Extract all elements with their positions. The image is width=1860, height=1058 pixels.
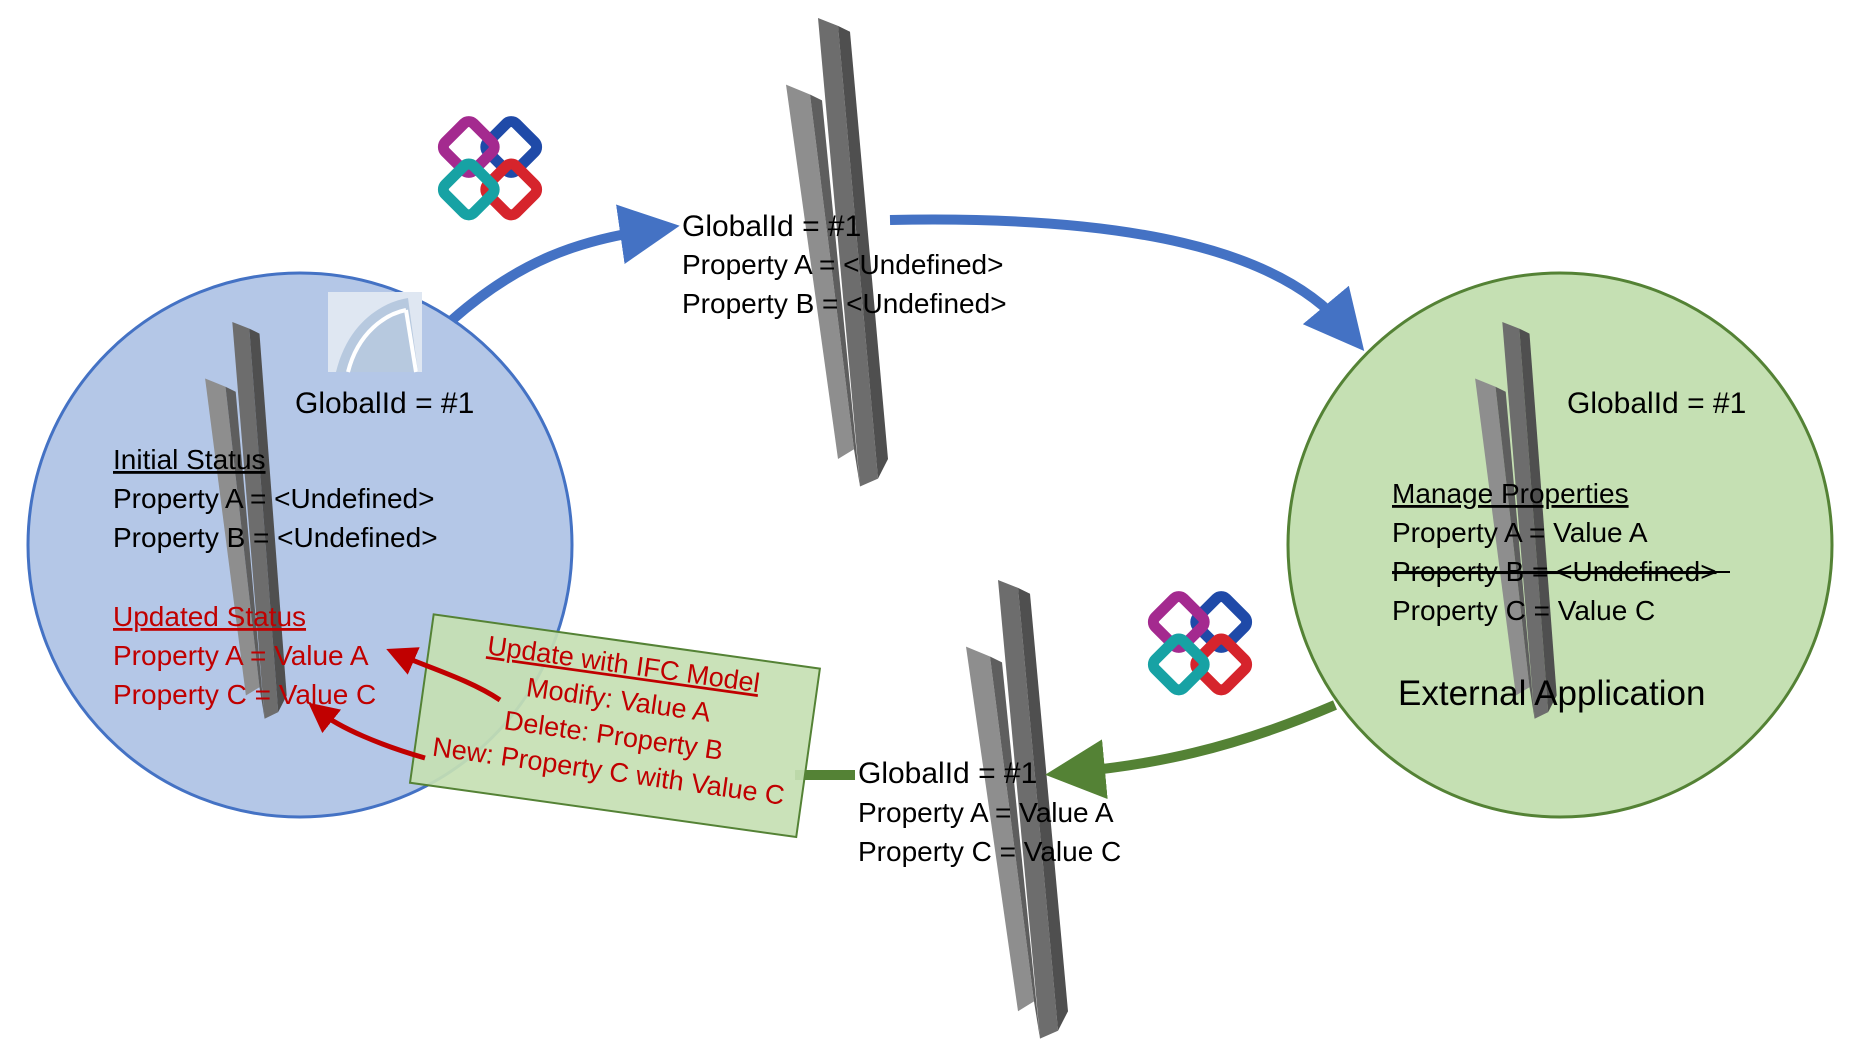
ifc-logo-icon: [437, 116, 543, 221]
bottom-prop-a: Property A = Value A: [858, 797, 1114, 828]
right-globalid: GlobalId = #1: [1567, 387, 1746, 420]
right-prop-a: Property A = Value A: [1392, 517, 1648, 548]
steel-beam-icon: [786, 18, 888, 487]
return-arrow: [1045, 700, 1337, 800]
external-application-label: External Application: [1398, 674, 1705, 713]
steel-beam-icon: [1475, 322, 1557, 719]
bottom-prop-c: Property C = Value C: [858, 836, 1121, 867]
left-initial-prop-b: Property B = <Undefined>: [113, 522, 438, 553]
steel-beam-icon: [205, 322, 287, 719]
top-prop-a: Property A = <Undefined>: [682, 249, 1003, 280]
ifc-logo-icon: [1147, 591, 1253, 696]
update-box: [408, 613, 822, 839]
right-heading: Manage Properties: [1392, 478, 1629, 509]
left-initial-heading: Initial Status: [113, 444, 266, 475]
import-arrow: [889, 214, 1365, 352]
top-prop-b: Property B = <Undefined>: [682, 288, 1007, 319]
export-arrow: [448, 204, 680, 324]
bottom-globalid: GlobalId = #1: [858, 757, 1037, 790]
left-updated-prop-c: Property C = Value C: [113, 679, 376, 710]
left-updated-heading: Updated Status: [113, 601, 306, 632]
revit-logo-icon: [328, 292, 422, 373]
modify-arrow: [386, 647, 502, 703]
left-globalid: GlobalId = #1: [295, 387, 474, 420]
top-globalid: GlobalId = #1: [682, 210, 861, 243]
steel-beam-icon: [966, 580, 1068, 1039]
right-prop-c: Property C = Value C: [1392, 595, 1655, 626]
new-arrow: [308, 702, 426, 761]
external-application-circle: [1286, 271, 1834, 819]
left-initial-prop-a: Property A = <Undefined>: [113, 483, 434, 514]
left-updated-prop-a: Property A = Value A: [113, 640, 369, 671]
